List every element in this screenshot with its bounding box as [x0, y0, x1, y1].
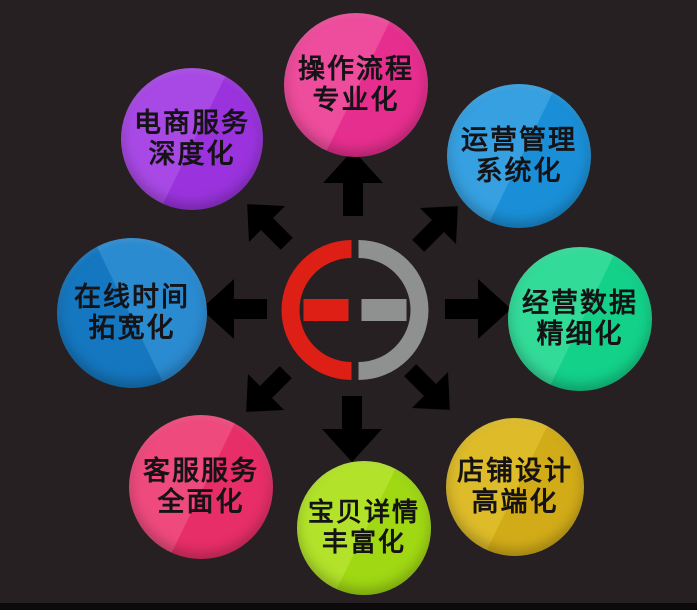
logo-left-e: [281, 240, 352, 380]
bottom-border-strip: [0, 603, 697, 610]
node-label-line1: 运营管理: [461, 125, 577, 156]
node-label-line2: 丰富化: [321, 527, 406, 557]
arrow-right-icon: [445, 279, 511, 339]
node-top-right: 运营管理 系统化: [447, 84, 591, 228]
node-left: 在线时间 拓宽化: [57, 238, 207, 388]
node-bottom: 宝贝详情 丰富化: [297, 461, 431, 595]
arrow-up-icon: [323, 150, 383, 216]
node-right: 经营数据 精细化: [508, 247, 652, 391]
node-label-line1: 经营数据: [522, 288, 638, 319]
node-label-line1: 电商服务: [134, 108, 250, 139]
node-label-line2: 拓宽化: [88, 313, 176, 343]
node-top: 操作流程 专业化: [284, 13, 428, 157]
node-label-line1: 店铺设计: [457, 456, 573, 487]
node-label-line1: 在线时间: [74, 282, 190, 313]
node-bottom-right: 店铺设计 高端化: [446, 418, 584, 556]
node-label-line2: 全面化: [157, 487, 245, 517]
arrow-left-icon: [201, 279, 267, 339]
node-bottom-left: 客服服务 全面化: [129, 415, 273, 559]
arrow-down-icon: [322, 396, 382, 462]
node-label-line2: 专业化: [312, 85, 400, 115]
node-top-left: 电商服务 深度化: [121, 68, 263, 210]
node-label-line1: 客服服务: [143, 456, 259, 487]
node-label-line1: 操作流程: [298, 54, 414, 85]
node-label-line2: 深度化: [148, 139, 236, 169]
node-label-line1: 宝贝详情: [307, 497, 420, 528]
node-label-line2: 系统化: [475, 156, 563, 186]
logo-right-e: [358, 240, 429, 380]
node-label-line2: 精细化: [536, 319, 624, 349]
center-logo: [281, 240, 429, 380]
node-label-line2: 高端化: [471, 487, 559, 517]
